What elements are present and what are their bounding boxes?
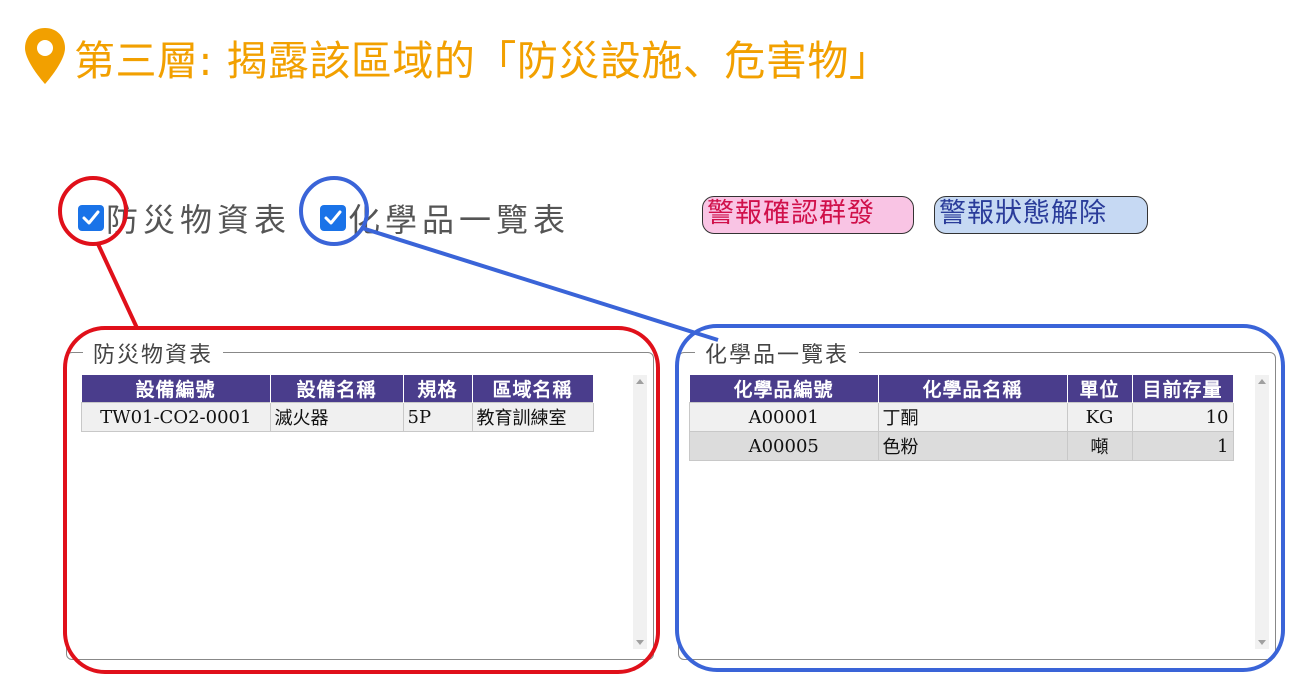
cell-unit: 噸: [1066, 431, 1133, 461]
chemical-list-checkbox-group[interactable]: 化學品一覽表: [320, 196, 570, 240]
vertical-scrollbar[interactable]: [633, 375, 647, 649]
vertical-scrollbar[interactable]: [1255, 375, 1269, 649]
cell-area-name: 教育訓練室: [471, 402, 594, 432]
cell-chemical-id: A00001: [689, 402, 879, 432]
cell-chemical-id: A00005: [689, 431, 879, 461]
cell-spec: 5P: [402, 402, 473, 432]
table-row[interactable]: A00005 色粉 噸 1: [689, 431, 1234, 461]
column-header-spec[interactable]: 規格: [403, 375, 473, 403]
table-row[interactable]: TW01-CO2-0001 滅火器 5P 教育訓練室: [81, 402, 594, 432]
scroll-up-arrow-icon[interactable]: [636, 379, 644, 384]
chemical-list-scroll-area[interactable]: 化學品編號 化學品名稱 單位 目前存量 A00001 丁酮 KG 10 A000…: [689, 375, 1269, 649]
column-header-area-name[interactable]: 區域名稱: [472, 375, 594, 403]
cell-current-stock: 10: [1131, 402, 1234, 432]
scroll-down-arrow-icon[interactable]: [636, 640, 644, 645]
scroll-down-arrow-icon[interactable]: [1258, 640, 1266, 645]
page-title-row: 第三層: 揭露該區域的「防災設施、危害物」: [22, 22, 890, 92]
disaster-supplies-checkbox-label[interactable]: 防災物資表: [106, 201, 292, 239]
page-title: 第三層: 揭露該區域的「防災設施、危害物」: [74, 37, 891, 85]
cell-equipment-name: 滅火器: [269, 402, 404, 432]
column-header-equipment-id[interactable]: 設備編號: [81, 375, 271, 403]
blue-annotation-connector: [361, 226, 719, 342]
column-header-unit[interactable]: 單位: [1067, 375, 1133, 403]
cell-chemical-name: 色粉: [877, 431, 1068, 461]
table-header-row: 化學品編號 化學品名稱 單位 目前存量: [689, 375, 1234, 403]
cell-unit: KG: [1066, 402, 1133, 432]
cell-chemical-name: 丁酮: [877, 402, 1068, 432]
chemical-list-checkbox[interactable]: [320, 205, 346, 231]
chemical-list-table: 化學品編號 化學品名稱 單位 目前存量 A00001 丁酮 KG 10 A000…: [689, 375, 1234, 461]
checkmark-icon: [324, 210, 342, 225]
checkmark-icon: [82, 210, 100, 225]
map-pin-icon: [25, 28, 65, 84]
alarm-confirm-broadcast-button[interactable]: 警報確認群發: [702, 196, 914, 234]
cell-equipment-id: TW01-CO2-0001: [81, 402, 271, 432]
column-header-current-stock[interactable]: 目前存量: [1132, 375, 1234, 403]
column-header-chemical-name[interactable]: 化學品名稱: [878, 375, 1068, 403]
disaster-supplies-table: 設備編號 設備名稱 規格 區域名稱 TW01-CO2-0001 滅火器 5P 教…: [81, 375, 594, 432]
disaster-supplies-checkbox[interactable]: [78, 205, 104, 231]
chemical-list-legend: 化學品一覽表: [695, 337, 860, 369]
chemical-list-checkbox-label[interactable]: 化學品一覽表: [348, 201, 571, 239]
disaster-supplies-checkbox-group[interactable]: 防災物資表: [78, 196, 291, 240]
red-annotation-connector: [96, 243, 139, 329]
alarm-status-clear-button[interactable]: 警報狀態解除: [934, 196, 1148, 234]
scroll-up-arrow-icon[interactable]: [1258, 379, 1266, 384]
column-header-equipment-name[interactable]: 設備名稱: [270, 375, 404, 403]
table-header-row: 設備編號 設備名稱 規格 區域名稱: [81, 375, 594, 403]
chemical-list-panel: 化學品一覽表 化學品編號 化學品名稱 單位 目前存量 A00001 丁酮 KG …: [678, 337, 1276, 660]
disaster-supplies-legend: 防災物資表: [83, 337, 224, 369]
table-row[interactable]: A00001 丁酮 KG 10: [689, 402, 1234, 432]
column-header-chemical-id[interactable]: 化學品編號: [689, 375, 879, 403]
disaster-supplies-panel: 防災物資表 設備編號 設備名稱 規格 區域名稱 TW01-CO2-0001 滅火…: [66, 337, 654, 660]
disaster-supplies-scroll-area[interactable]: 設備編號 設備名稱 規格 區域名稱 TW01-CO2-0001 滅火器 5P 教…: [81, 375, 647, 649]
cell-current-stock: 1: [1131, 431, 1234, 461]
